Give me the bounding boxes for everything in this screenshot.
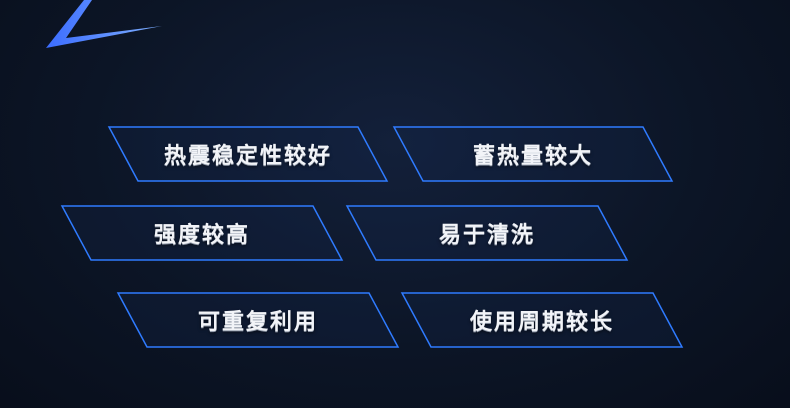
feature-high-strength: 强度较高	[60, 205, 344, 261]
feature-reusable: 可重复利用	[116, 292, 400, 348]
parallelogram-frame	[345, 205, 629, 261]
feature-easy-clean: 易于清洗	[345, 205, 629, 261]
parallelogram-frame	[116, 292, 400, 348]
parallelogram-frame	[107, 126, 389, 182]
feature-heat-storage: 蓄热量较大	[392, 126, 674, 182]
feature-label: 可重复利用	[197, 310, 318, 335]
parallelogram-frame	[400, 292, 684, 348]
feature-label: 强度较高	[153, 223, 250, 248]
parallelogram-frame	[392, 126, 674, 182]
feature-label: 蓄热量较大	[472, 144, 593, 169]
feature-thermal-shock-stability: 热震稳定性较好	[107, 126, 389, 182]
feature-label: 易于清洗	[438, 223, 535, 248]
parallelogram-frame	[60, 205, 344, 261]
feature-label: 使用周期较长	[469, 310, 614, 335]
feature-label: 热震稳定性较好	[163, 144, 332, 169]
feature-long-service-life: 使用周期较长	[400, 292, 684, 348]
chevron-arrow-logo-icon	[46, 0, 162, 48]
